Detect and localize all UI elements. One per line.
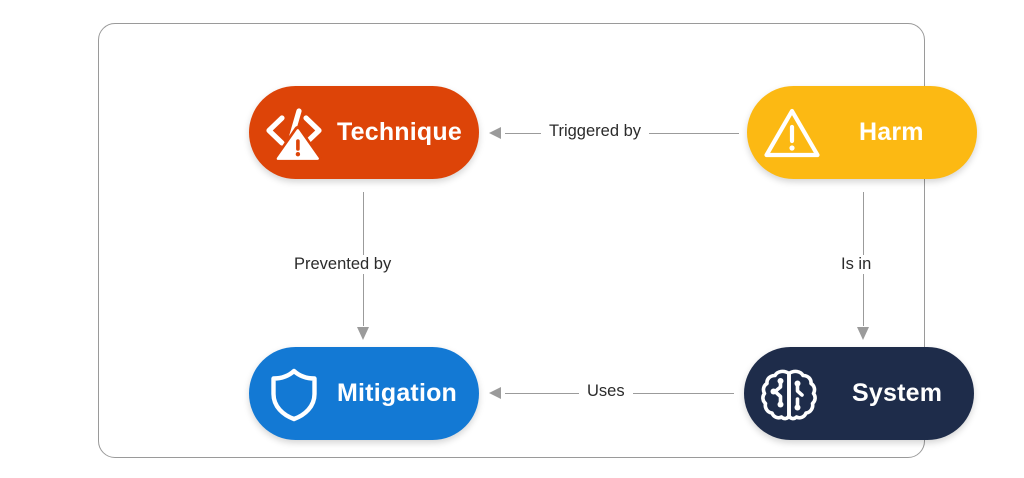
arrowhead-down-icon bbox=[357, 327, 369, 340]
edge-prevented-by: Prevented by bbox=[286, 192, 400, 340]
node-label-system: System bbox=[852, 379, 943, 407]
node-label-technique: Technique bbox=[337, 118, 462, 146]
brain-circuit-icon bbox=[758, 363, 820, 425]
edge-label-prevented-by: Prevented by bbox=[286, 255, 400, 274]
node-mitigation[interactable]: Mitigation bbox=[249, 347, 479, 440]
code-warning-icon bbox=[263, 102, 325, 164]
warning-triangle-icon bbox=[761, 102, 823, 164]
node-label-mitigation: Mitigation bbox=[337, 379, 458, 407]
node-harm[interactable]: Harm bbox=[747, 86, 977, 179]
diagram-frame: Technique Harm Mitigation bbox=[98, 23, 977, 458]
arrowhead-down-icon bbox=[857, 327, 869, 340]
node-system[interactable]: System bbox=[744, 347, 974, 440]
edge-is-in: Is in bbox=[833, 192, 881, 340]
shield-icon bbox=[263, 363, 325, 425]
arrowhead-left-icon bbox=[489, 127, 501, 139]
edge-label-uses: Uses bbox=[579, 382, 633, 401]
edge-label-triggered-by: Triggered by bbox=[541, 122, 650, 141]
edge-triggered-by: Triggered by bbox=[489, 117, 739, 151]
edge-uses: Uses bbox=[489, 377, 734, 411]
edge-label-is-in: Is in bbox=[833, 255, 880, 274]
node-label-harm: Harm bbox=[859, 118, 924, 146]
node-technique[interactable]: Technique bbox=[249, 86, 479, 179]
arrowhead-left-icon bbox=[489, 387, 501, 399]
